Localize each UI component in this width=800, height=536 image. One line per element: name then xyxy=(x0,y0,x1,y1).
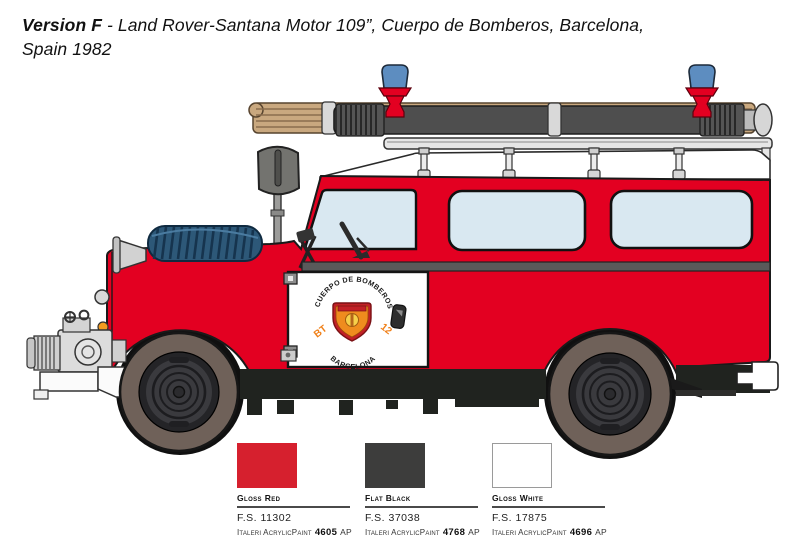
roof-rack-rail xyxy=(383,137,773,162)
paint-name: Gloss White xyxy=(492,493,544,503)
cab-roof xyxy=(319,149,771,180)
paint-swatch-gloss-white: Gloss White F.S. 17875 Italeri AcrylicPa… xyxy=(492,443,607,536)
federal-standard-code: F.S. 11302 xyxy=(237,512,292,524)
paint-swatch-flat-black: Flat Black F.S. 37038 Italeri AcrylicPai… xyxy=(365,443,480,536)
divider xyxy=(492,506,605,508)
truck-body xyxy=(106,174,771,392)
body-trim-strip xyxy=(301,261,771,272)
windows xyxy=(304,188,754,252)
front-pump xyxy=(26,309,127,373)
hose-funnel xyxy=(112,236,147,274)
federal-standard-code: F.S. 17875 xyxy=(492,512,548,524)
headlight xyxy=(94,289,110,305)
color-chip-black xyxy=(365,443,425,488)
paint-code-suffix: AP xyxy=(595,527,607,536)
paint-code-suffix: AP xyxy=(468,527,480,536)
paint-code-suffix: AP xyxy=(340,527,352,536)
body-window-1 xyxy=(447,189,587,252)
divider xyxy=(365,506,478,508)
title-line-2: Spain 1982 xyxy=(22,39,112,59)
divider xyxy=(237,506,350,508)
chassis xyxy=(240,365,770,415)
paint-code: 4768 xyxy=(442,527,466,536)
body-window-2 xyxy=(609,189,754,250)
brand-name: Italeri AcrylicPaint xyxy=(237,528,312,536)
title-line-1: Version F - Land Rover-Santana Motor 109… xyxy=(22,13,767,37)
paint-swatch-gloss-red: Gloss Red F.S. 11302 Italeri AcrylicPain… xyxy=(237,443,352,536)
steering-wheel xyxy=(339,221,370,260)
door-window xyxy=(304,188,418,251)
wing-mirror xyxy=(296,228,317,269)
rear-bumper xyxy=(736,361,779,391)
roof-rack-posts xyxy=(417,147,686,180)
door-handle xyxy=(390,304,407,329)
shovel xyxy=(256,145,301,255)
version-label: Version F xyxy=(22,15,102,35)
brand-name: Italeri AcrylicPaint xyxy=(492,528,567,536)
paint-code: 4605 xyxy=(314,527,338,536)
paint-code: 4696 xyxy=(569,527,593,536)
federal-standard-code: F.S. 37038 xyxy=(365,512,421,524)
rear-wheel xyxy=(547,331,673,457)
color-chip-white xyxy=(492,443,552,488)
bonnet-hose-coil xyxy=(112,225,263,274)
paint-name: Flat Black xyxy=(365,493,411,503)
front-wheel xyxy=(118,331,240,453)
page-title: Version F - Land Rover-Santana Motor 109… xyxy=(22,13,767,61)
title-text: - Land Rover-Santana Motor 109”, Cuerpo … xyxy=(106,15,645,35)
paint-name: Gloss Red xyxy=(237,493,281,503)
brand-name: Italeri AcrylicPaint xyxy=(365,528,440,536)
color-chip-red xyxy=(237,443,297,488)
